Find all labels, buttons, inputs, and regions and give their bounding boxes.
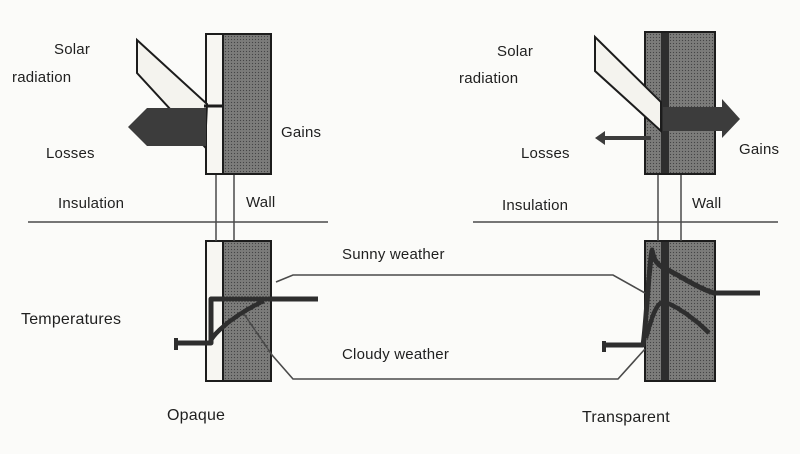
solar-radiation-label-left-line1: Solar (54, 41, 91, 58)
cloudy-weather-label: Cloudy weather (342, 346, 450, 363)
insulation-label-right: Insulation (502, 197, 569, 214)
masonry-wall-layer (224, 35, 270, 173)
absorber-layer (661, 242, 669, 380)
wall-label-left: Wall (246, 194, 276, 211)
opaque-insulation-layer (207, 242, 224, 380)
masonry-wall-layer (669, 242, 714, 380)
opaque-insulation-layer (207, 35, 224, 173)
sunny-weather-leader-line (275, 274, 646, 294)
masonry-wall-layer (669, 33, 714, 173)
losses-label-left: Losses (46, 145, 95, 162)
transparent-caption: Transparent (582, 409, 670, 426)
temperatures-label: Temperatures (21, 311, 122, 328)
opaque-caption: Opaque (167, 407, 226, 424)
transparent-insulation-layer (646, 242, 661, 380)
insulation-label-left: Insulation (58, 195, 125, 212)
losses-arrow-left (128, 108, 206, 146)
solar-beam-left (136, 37, 209, 150)
solar-radiation-label-left-line2: radiation (12, 69, 72, 86)
wall-label-right: Wall (692, 195, 722, 212)
sunny-weather-label: Sunny weather (342, 246, 445, 263)
left-bottom-wall-section (205, 240, 272, 382)
losses-arrow-right-head (595, 131, 605, 145)
losses-label-right: Losses (521, 145, 570, 162)
masonry-wall-layer (224, 242, 270, 380)
left-top-wall-section (205, 33, 272, 175)
solar-radiation-label-right-line2: radiation (459, 70, 519, 87)
gains-label-right: Gains (739, 141, 780, 158)
transparent-insulation-layer (646, 33, 661, 173)
solar-radiation-label-right-line1: Solar (497, 43, 534, 60)
gains-label-left: Gains (281, 124, 322, 141)
right-bottom-wall-section (644, 240, 716, 382)
right-top-wall-section (644, 31, 716, 175)
absorber-layer (661, 33, 669, 173)
